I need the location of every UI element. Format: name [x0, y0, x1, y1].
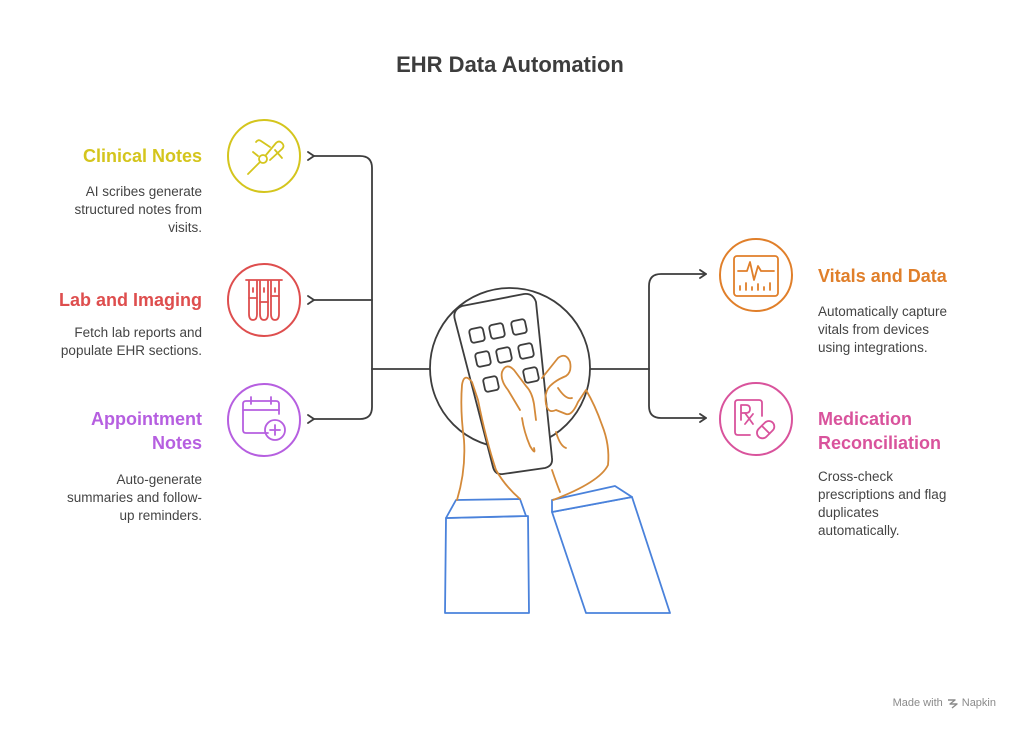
page-title: EHR Data Automation: [396, 52, 624, 77]
test-tubes-icon: [227, 263, 301, 337]
heart-monitor-icon: [719, 238, 793, 312]
lab-imaging-desc: Fetch lab reports and populate EHR secti…: [60, 325, 202, 358]
watermark-brand: Napkin: [961, 697, 996, 709]
prescription-pill-icon: [719, 382, 793, 456]
napkin-watermark[interactable]: Made with Napkin: [893, 697, 996, 709]
watermark-prefix: Made with: [892, 697, 943, 709]
appointment-notes-desc: Auto-generate summaries and follow- up r…: [66, 472, 202, 523]
connector-right: [589, 269, 707, 423]
vitals-data-title: Vitals and Data: [818, 266, 947, 286]
clinical-notes-desc: AI scribes generate structured notes fro…: [74, 184, 202, 235]
connector-left: [307, 151, 431, 424]
lab-imaging-title: Lab and Imaging: [58, 290, 202, 310]
vitals-data-desc: Automatically capture vitals from device…: [818, 304, 948, 355]
napkin-logo-icon: [947, 698, 958, 709]
clinical-notes-title: Clinical Notes: [82, 146, 202, 166]
hand-remote-control-icon: [429, 287, 671, 614]
medication-reconciliation-title: Medication Reconciliation: [818, 409, 942, 453]
calendar-add-icon: [227, 383, 301, 457]
medication-reconciliation-desc: Cross-check prescriptions and flag dupli…: [818, 469, 947, 538]
appointment-notes-title: Appointment Notes: [91, 409, 202, 453]
pen-writing-icon: [227, 119, 301, 193]
